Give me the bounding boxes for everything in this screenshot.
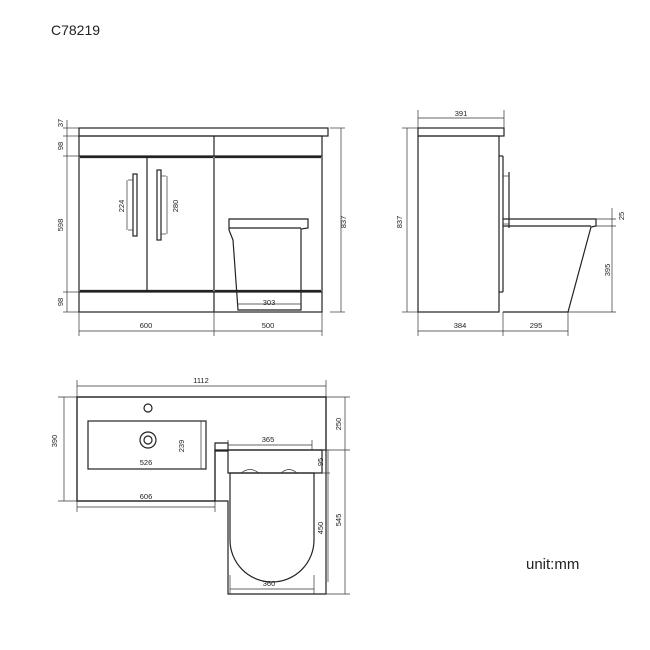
front-view: 224 280 303 37 98 598 98 837 600 500: [56, 119, 348, 336]
dim-toilet-projection: 295: [530, 321, 543, 330]
front-cabinet-body: [78, 135, 323, 313]
dim-band-top: 98: [56, 142, 65, 150]
dim-top-vanity-width: 606: [140, 492, 153, 501]
dim-vanity-width: 600: [140, 321, 153, 330]
toilet-front: [228, 218, 309, 311]
dim-side-depth: 391: [455, 109, 468, 118]
flush-button: [280, 469, 298, 474]
left-handle: [132, 173, 138, 237]
dim-toilet-top-depth: 250: [334, 418, 343, 431]
top-view: 1112 390 526 239 606 365 250 95 450 545: [50, 376, 350, 595]
dim-door-height: 598: [56, 219, 65, 232]
top-outline: [76, 396, 327, 595]
dim-cistern-width: 365: [262, 435, 275, 444]
dim-top-thickness: 37: [56, 119, 65, 127]
waste-inner: [143, 435, 153, 445]
front-worktop: [78, 127, 329, 137]
dim-bowl-width: 360: [263, 579, 276, 588]
unit-label: unit:mm: [526, 556, 580, 573]
waste-outer: [139, 431, 157, 449]
dim-toilet-base: 303: [263, 298, 276, 307]
dim-overall-height: 837: [339, 216, 348, 229]
dim-cistern-depth: 95: [316, 458, 325, 466]
dim-band-bottom: 98: [56, 298, 65, 306]
dim-top-width: 1112: [193, 376, 209, 385]
side-cabinet: [417, 135, 500, 313]
dim-toilet-unit-width: 500: [262, 321, 275, 330]
top-worktop: [76, 396, 327, 502]
side-view: 391 837 25 395 384 295: [395, 109, 626, 336]
dim-side-height: 837: [395, 216, 404, 229]
toilet-bowl: [229, 472, 315, 583]
dim-basin-width: 526: [140, 458, 153, 467]
basin-bowl: [87, 420, 207, 470]
dim-toilet-depth: 545: [334, 514, 343, 527]
dim-bowl-length: 450: [316, 522, 325, 535]
cistern: [227, 449, 323, 474]
side-worktop: [417, 127, 505, 137]
dim-basin-depth: 239: [177, 440, 186, 453]
tap-hole: [143, 403, 153, 413]
product-code: C78219: [51, 22, 101, 38]
dim-cabinet-depth: 384: [454, 321, 467, 330]
dim-handle-left: 224: [117, 200, 126, 213]
dim-handle-right: 280: [171, 200, 180, 213]
side-toilet: [503, 218, 597, 313]
flush-button: [240, 469, 260, 474]
dim-toilet-height: 395: [603, 264, 612, 277]
dim-top-depth: 390: [50, 435, 59, 448]
dim-seat-thickness: 25: [617, 212, 626, 220]
right-handle: [156, 169, 162, 241]
